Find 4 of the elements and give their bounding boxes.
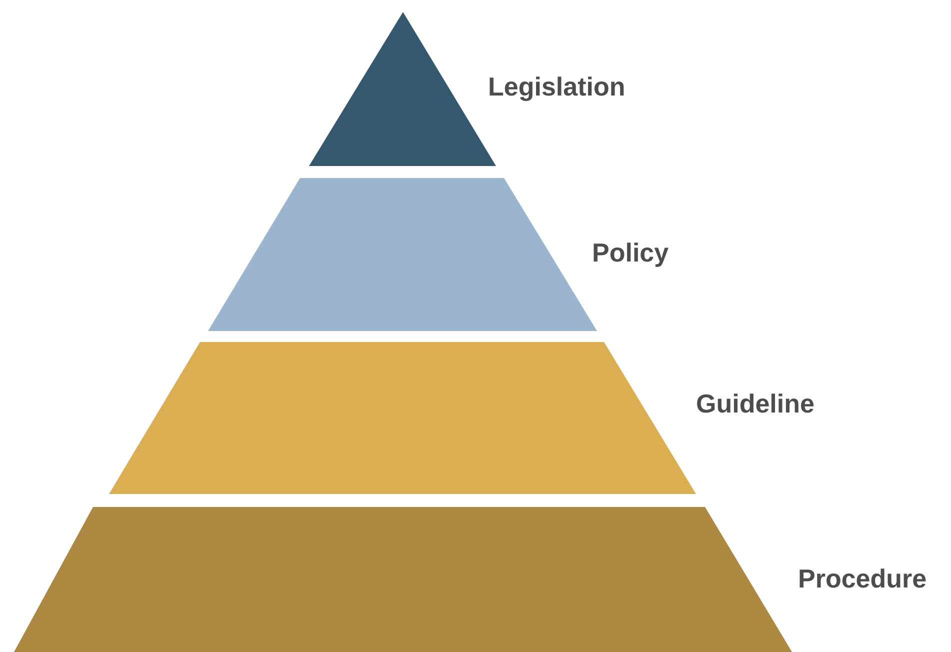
level-label: Procedure [798, 564, 927, 594]
level-label: Policy [592, 238, 669, 268]
level-label: Legislation [488, 72, 626, 102]
level-label: Guideline [696, 388, 814, 420]
